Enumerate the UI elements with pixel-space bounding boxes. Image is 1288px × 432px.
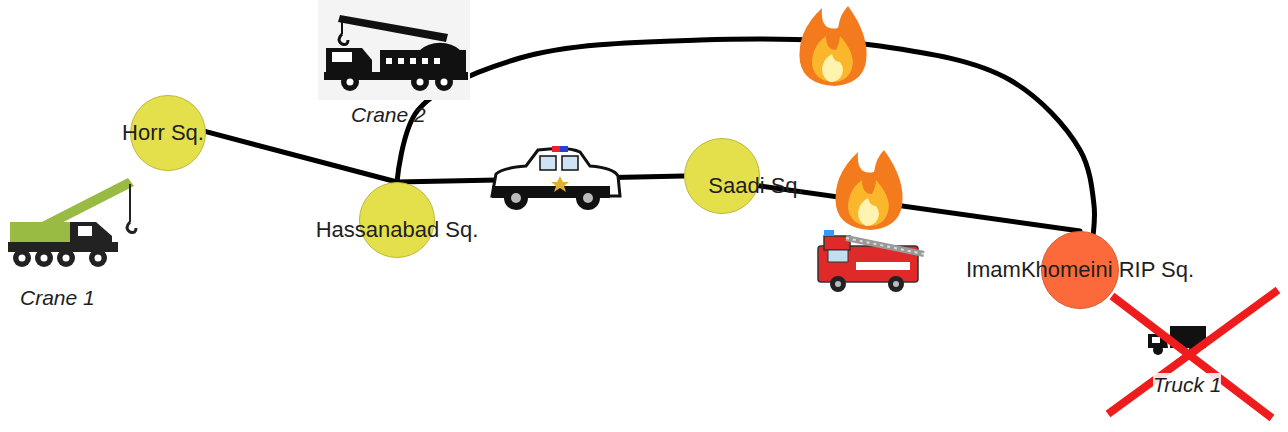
vehicle-label: Crane 2 xyxy=(351,103,426,126)
square-node: Horr Sq. xyxy=(130,95,206,171)
road-line xyxy=(759,186,1080,231)
square-name: Saadi Sq. xyxy=(708,174,803,198)
square-node: Hassanabad Sq. xyxy=(359,182,435,258)
vehicle-label: Truck 1 xyxy=(1153,373,1221,396)
police-car xyxy=(492,146,620,210)
crane-icon xyxy=(8,178,136,267)
square-name: Horr Sq. xyxy=(122,121,204,145)
square-node: Saadi Sq. xyxy=(684,138,760,214)
fire-icon xyxy=(799,6,866,86)
road-line xyxy=(206,132,397,182)
fire-icon xyxy=(835,150,902,230)
crane-icon xyxy=(318,0,470,100)
fire-truck xyxy=(818,230,924,292)
vehicle-label: Crane 1 xyxy=(20,286,95,309)
road-line xyxy=(397,39,1094,233)
red-cross xyxy=(1108,290,1278,418)
square-name: Hassanabad Sq. xyxy=(316,218,479,242)
square-node: ImamKhomeini RIP Sq. xyxy=(1041,231,1119,309)
square-name: ImamKhomeini RIP Sq. xyxy=(966,258,1194,282)
